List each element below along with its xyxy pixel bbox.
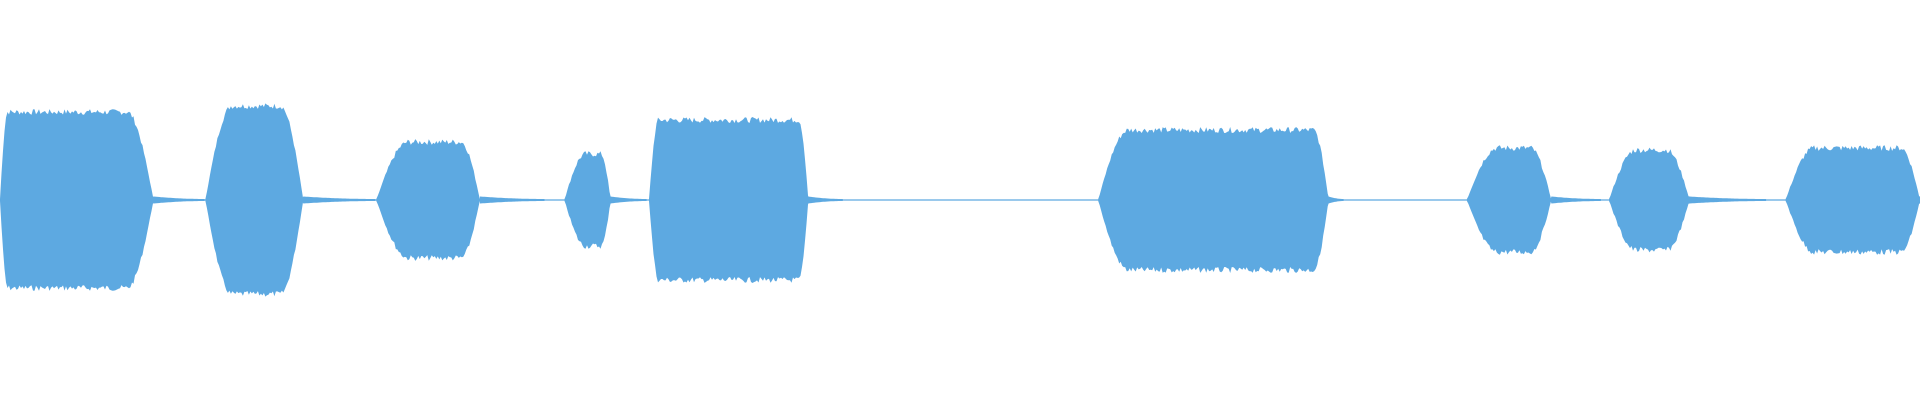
- waveform-segment-8: [1609, 147, 1767, 253]
- waveform-segment-6: [1098, 127, 1344, 273]
- waveform-segment-3: [376, 139, 545, 261]
- waveform-segment-9: [1785, 145, 1920, 255]
- waveform-segment-1: [0, 109, 205, 291]
- waveform-segment-4: [564, 151, 647, 249]
- waveform-segment-2: [205, 103, 376, 297]
- waveform-segment-5: [649, 117, 843, 283]
- waveform-segments: [0, 103, 1920, 297]
- waveform-segment-7: [1466, 145, 1601, 255]
